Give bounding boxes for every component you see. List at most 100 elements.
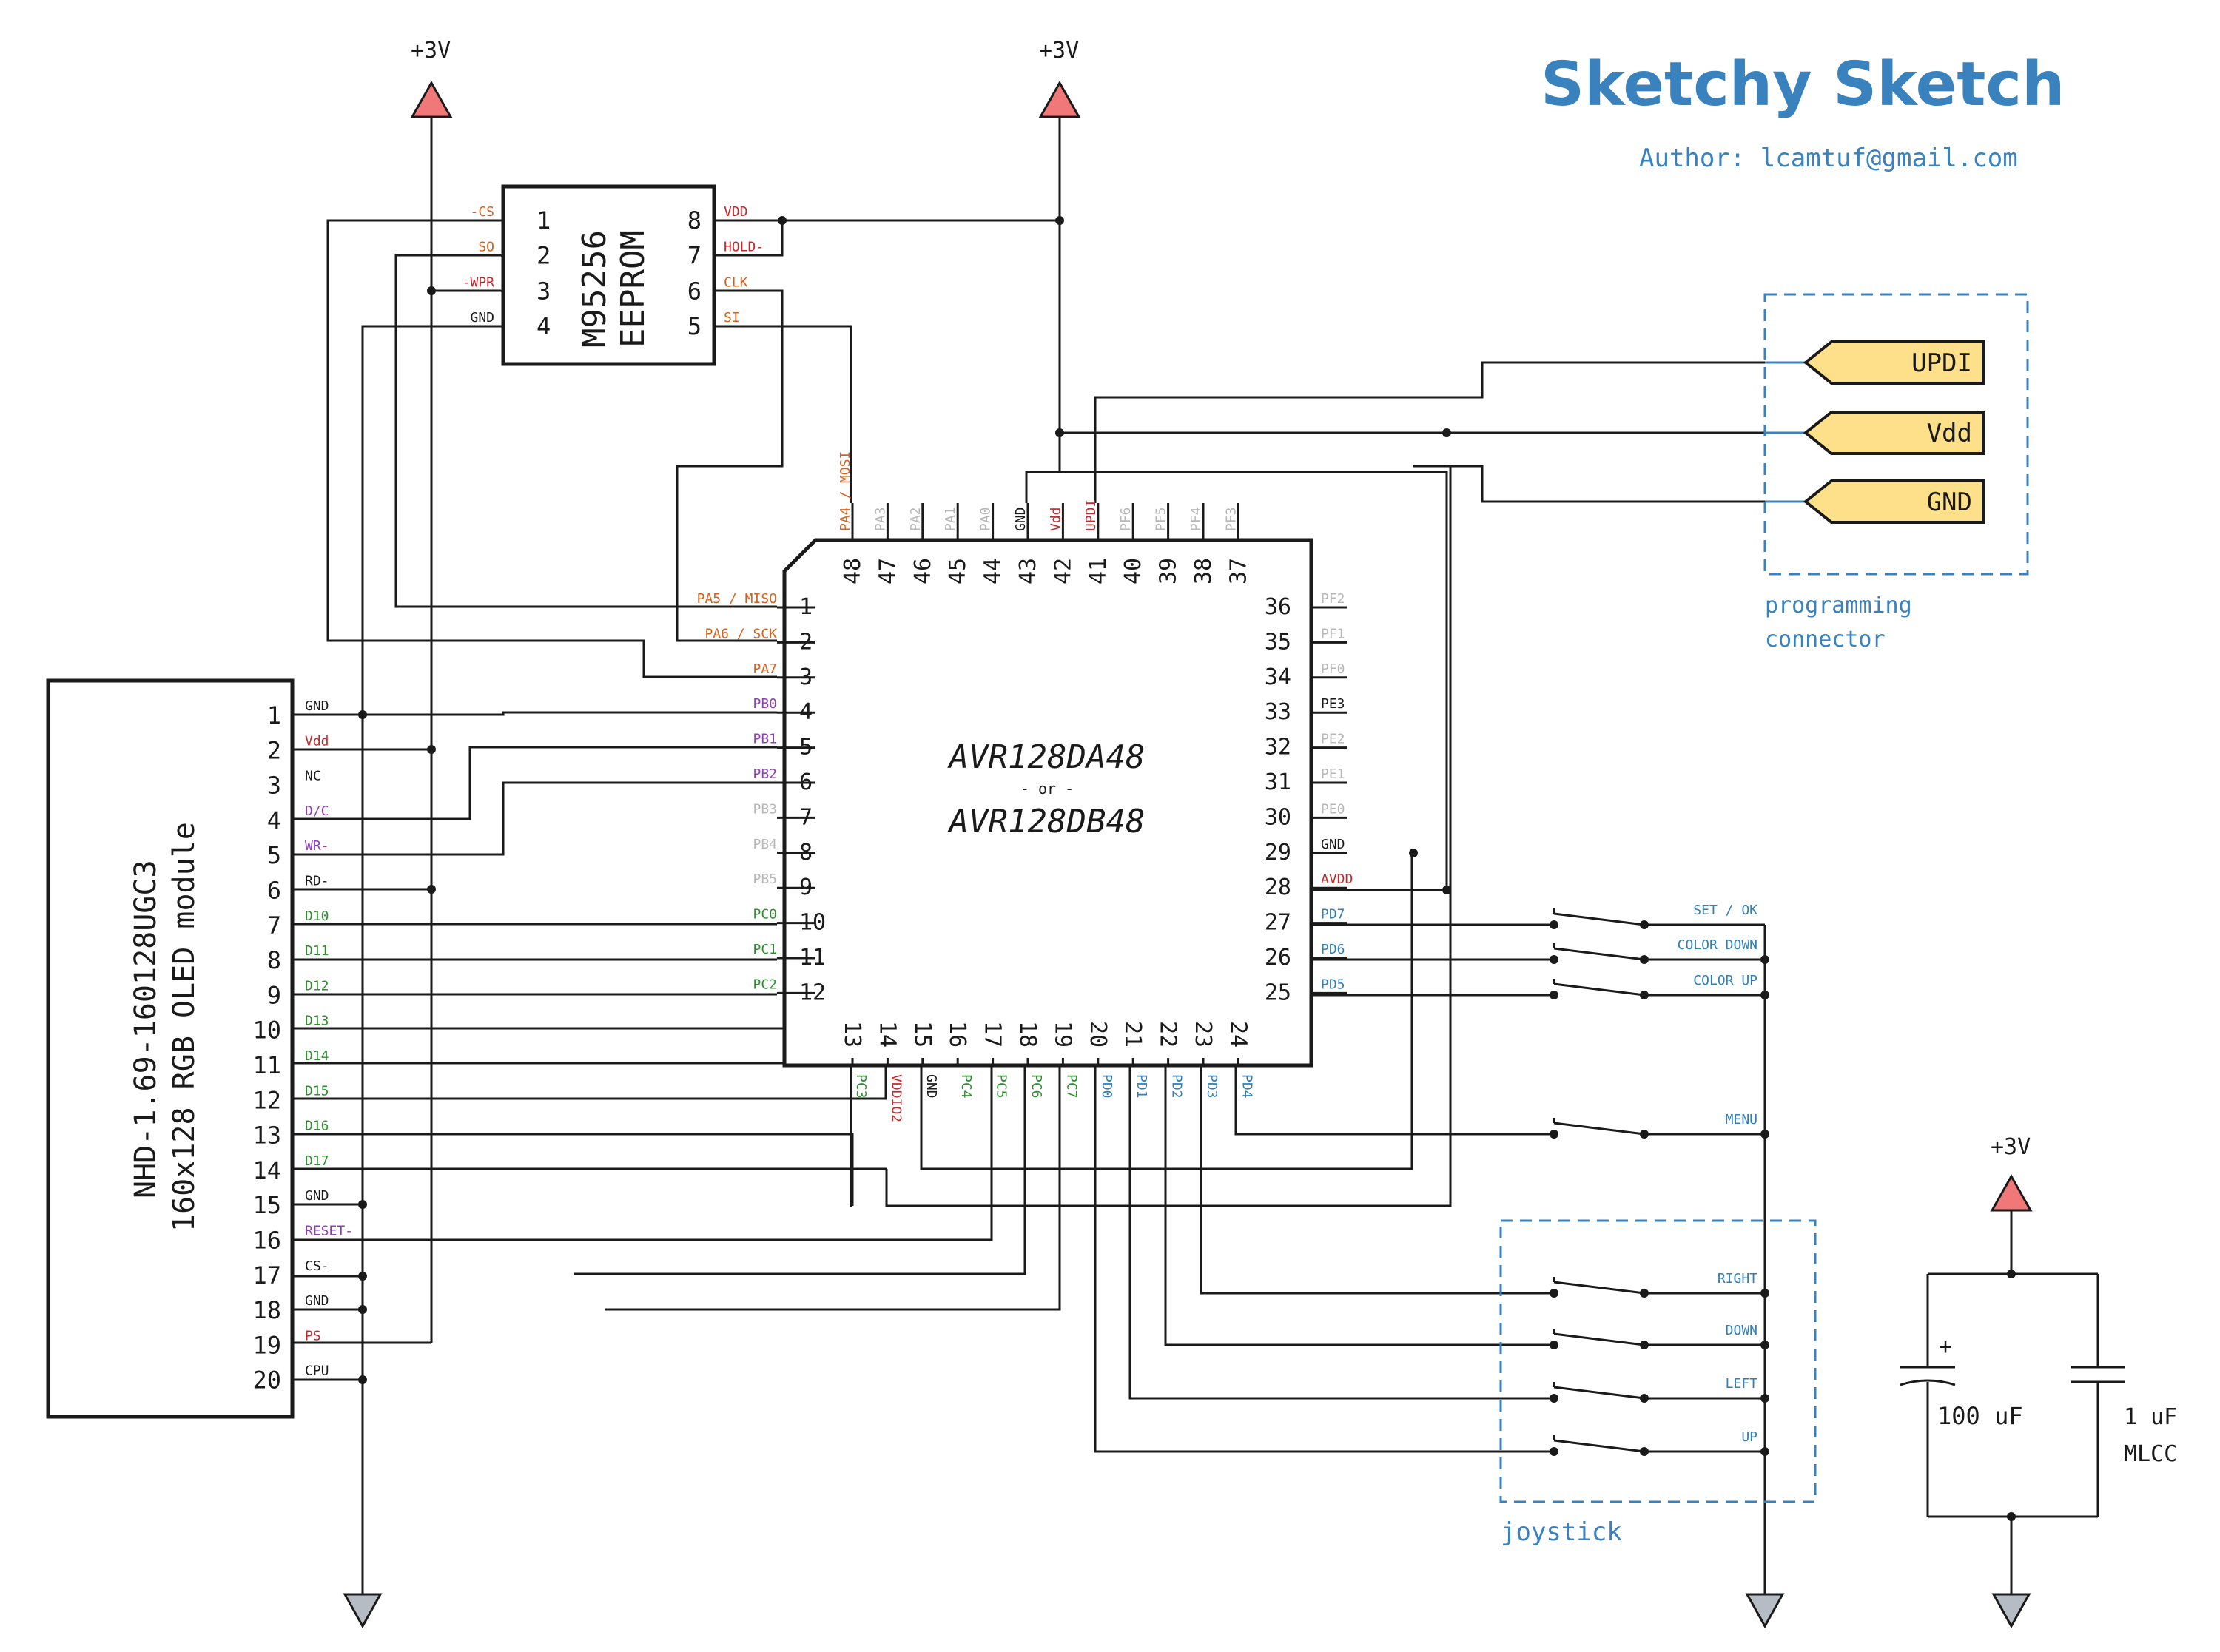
eeprom-pin-number: 4: [536, 312, 551, 340]
switch-label: UP: [1741, 1429, 1758, 1445]
programming-connector-label-1: programming: [1765, 593, 1912, 618]
mcu-pin-label: PB4: [753, 837, 777, 852]
switch-lever: [1553, 1386, 1645, 1400]
mcu-pin-number: 32: [1265, 735, 1291, 761]
eeprom-pin-number: 3: [536, 277, 551, 305]
mcu-part-name-b: AVR128DB48: [947, 803, 1146, 840]
mcu-pin-label: PD0: [1099, 1074, 1114, 1099]
eeprom-pin-label: SI: [724, 310, 740, 326]
mcu-pin-number: 9: [799, 874, 813, 900]
mcu-pin-label: PD6: [1321, 942, 1345, 957]
switch-contact: [1550, 1289, 1558, 1298]
oled-pin-number: 10: [252, 1017, 281, 1045]
joystick-label: joystick: [1501, 1517, 1622, 1547]
capacitor-2-value: 1 uF: [2124, 1404, 2177, 1430]
supply-label: +3V: [1991, 1134, 2031, 1160]
mcu-pin-number: 40: [1120, 558, 1146, 584]
supply-label: +3V: [411, 38, 451, 64]
mcu-pin-label: PB0: [753, 696, 777, 712]
mcu-pin-label: UPDI: [1083, 499, 1099, 531]
mcu-pin-number: 8: [799, 840, 813, 866]
eeprom-pin-number: 2: [536, 242, 551, 270]
mcu-pin-number: 39: [1156, 558, 1182, 584]
mcu-pin-number: 4: [799, 699, 813, 725]
switch-contact: [1550, 1341, 1558, 1349]
mcu-pin-number: 18: [1015, 1021, 1040, 1048]
eeprom-pin-label: GND: [470, 310, 494, 326]
mcu-pin-label: PD1: [1134, 1074, 1149, 1099]
oled-pin-number: 20: [252, 1366, 281, 1395]
eeprom-pin-number: 6: [687, 277, 702, 305]
mcu-pin-number: 15: [909, 1021, 935, 1048]
capacitor-electrolytic: + 100 uF: [1900, 1334, 2023, 1430]
junctions: [358, 216, 2016, 1521]
mcu-pin-label: PC2: [753, 977, 777, 992]
mcu-pin-label: GND: [1321, 837, 1345, 852]
oled-pin-label: D/C: [305, 803, 329, 819]
mcu-pin-label: PC4: [958, 1074, 974, 1099]
mcu-pin-label: PF5: [1154, 507, 1169, 531]
oled-pin-label: CPU: [305, 1363, 329, 1379]
oled-pin-number: 16: [252, 1227, 281, 1255]
mcu-pin-number: 2: [799, 629, 813, 655]
switch-label: SET / OK: [1693, 903, 1758, 918]
mcu-pin-label: VDDIO2: [888, 1074, 904, 1122]
power-symbol-vcc-1: +3V: [410, 38, 453, 118]
programming-connector-label-2: connector: [1765, 627, 1886, 653]
supply-label: +3V: [1039, 38, 1079, 64]
mcu-pin-label: PA3: [872, 507, 888, 531]
mcu-pin-label: PA0: [978, 507, 994, 531]
mcu-pin-label: PD3: [1204, 1074, 1220, 1099]
oled-pin-number: 7: [267, 911, 281, 940]
oled-pin-number: 19: [252, 1331, 281, 1359]
mcu-pin-label: PE3: [1321, 696, 1345, 712]
switch-label: COLOR DOWN: [1678, 937, 1758, 953]
mcu-pin-number: 14: [874, 1021, 900, 1048]
mcu-pin-label: PA6 / SCK: [704, 626, 777, 641]
oled-pin-number: 8: [267, 946, 281, 974]
switch-contact: [1550, 991, 1558, 999]
mcu-pin-label: PB2: [753, 766, 777, 782]
switch-lever: [1553, 1122, 1645, 1136]
mcu-pin-number: 44: [980, 558, 1006, 584]
mcu-pin-number: 3: [799, 664, 813, 690]
mcu-pin-number: 43: [1015, 558, 1041, 584]
power-arrow-icon: [1038, 80, 1081, 118]
power-symbol-vcc-2: +3V: [1038, 38, 1081, 118]
oled-description: 160x128 RGB OLED module: [167, 822, 201, 1232]
mcu-pin-number: 25: [1265, 980, 1291, 1005]
wires: [292, 118, 2099, 1594]
oled-pin-label: GND: [305, 698, 329, 714]
switch-contact: [1550, 1447, 1558, 1456]
capacitor-2-type: MLCC: [2124, 1441, 2177, 1467]
switch-lever: [1553, 1332, 1645, 1346]
oled-pin-label: D11: [305, 943, 329, 959]
oled-pin-label: WR-: [305, 838, 329, 854]
mcu-pin-label: AVDD: [1321, 871, 1353, 887]
mcu-pin-label: PA7: [753, 661, 777, 677]
eeprom-pin-label: HOLD-: [724, 240, 764, 255]
switch-contact: [1550, 1130, 1558, 1139]
mcu-pin-number: 30: [1265, 804, 1291, 830]
switch-label: DOWN: [1726, 1323, 1758, 1338]
mcu-pin-number: 20: [1085, 1021, 1111, 1048]
ground-symbol-3: [1991, 1593, 2031, 1629]
header: Sketchy Sketch Author: lcamtuf@gmail.com: [1541, 50, 2065, 173]
connector-pin-label: UPDI: [1911, 348, 1972, 378]
oled-pin-label: D13: [305, 1014, 329, 1029]
mcu-pin-label: PA5 / MISO: [697, 591, 777, 607]
switch-lever: [1553, 1281, 1645, 1295]
mcu-pin-number: 10: [799, 910, 826, 936]
mcu-body: [782, 538, 1314, 1068]
oled-pin-label: Vdd: [305, 733, 329, 749]
oled-pin-label: NC: [305, 769, 321, 784]
mcu-pin-label: PF1: [1321, 626, 1345, 641]
switch-lever: [1553, 912, 1645, 926]
mcu-or-text: - or -: [1020, 780, 1074, 798]
